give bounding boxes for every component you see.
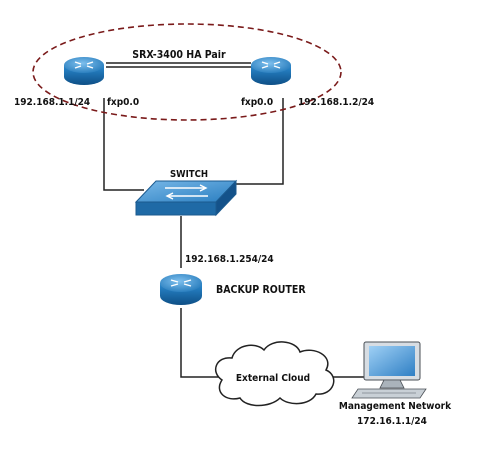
connection-lines <box>103 62 368 378</box>
management-network-label: Management Network <box>339 401 452 412</box>
ha-pair-label: SRX-3400 HA Pair <box>132 49 226 61</box>
ha-pair-boundary <box>32 23 342 121</box>
router-b-icon[interactable] <box>251 57 291 85</box>
management-workstation-icon[interactable] <box>351 341 427 399</box>
router-a-ip-label: 192.168.1.1/24 <box>14 97 90 108</box>
external-cloud-label: External Cloud <box>236 373 310 384</box>
router-b-ip-label: 192.168.1.2/24 <box>298 97 374 108</box>
link-backup-cloud <box>180 308 222 378</box>
router-b-interface-label: fxp0.0 <box>241 97 273 108</box>
link-router-b-switch <box>230 98 284 185</box>
router-a-interface-label: fxp0.0 <box>107 97 139 108</box>
backup-router-ip-label: 192.168.1.254/24 <box>185 254 274 265</box>
backup-router-label: BACKUP ROUTER <box>216 284 306 296</box>
external-cloud-icon[interactable] <box>214 341 335 407</box>
switch-icon[interactable] <box>134 179 238 217</box>
link-router-a-switch <box>103 98 144 191</box>
management-ip-label: 172.16.1.1/24 <box>357 416 427 427</box>
router-a-icon[interactable] <box>64 57 104 85</box>
backup-router-icon[interactable] <box>160 274 202 305</box>
switch-label: SWITCH <box>170 169 208 180</box>
